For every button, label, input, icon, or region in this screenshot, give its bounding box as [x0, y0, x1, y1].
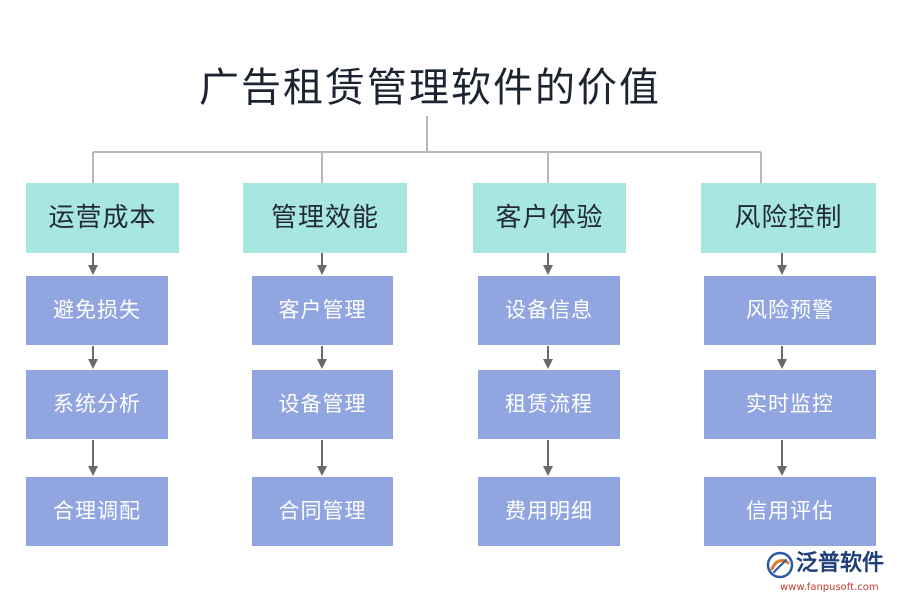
item-col4-row1: 风险预警	[704, 276, 876, 345]
header-operating-cost: 运营成本	[26, 183, 179, 253]
header-management-efficiency: 管理效能	[243, 183, 407, 253]
item-col4-row3: 信用评估	[704, 477, 876, 546]
item-col3-row1: 设备信息	[478, 276, 620, 345]
item-col4-row2: 实时监控	[704, 370, 876, 439]
header-risk-control: 风险控制	[701, 183, 876, 253]
item-col1-row3: 合理调配	[26, 477, 168, 546]
item-col1-row1: 避免损失	[26, 276, 168, 345]
item-col2-row3: 合同管理	[252, 477, 393, 546]
item-col3-row3: 费用明细	[478, 477, 620, 546]
fanpu-logo-icon	[766, 551, 794, 579]
item-col3-row2: 租赁流程	[478, 370, 620, 439]
fanpu-logo: 泛普软件 www.fanpusoft.com	[766, 548, 894, 598]
header-customer-experience: 客户体验	[473, 183, 626, 253]
item-col2-row2: 设备管理	[252, 370, 393, 439]
logo-url: www.fanpusoft.com	[780, 582, 879, 593]
logo-name: 泛普软件	[796, 551, 885, 576]
item-col1-row2: 系统分析	[26, 370, 168, 439]
diagram-title: 广告租赁管理软件的价值	[199, 65, 661, 111]
item-col2-row1: 客户管理	[252, 276, 393, 345]
